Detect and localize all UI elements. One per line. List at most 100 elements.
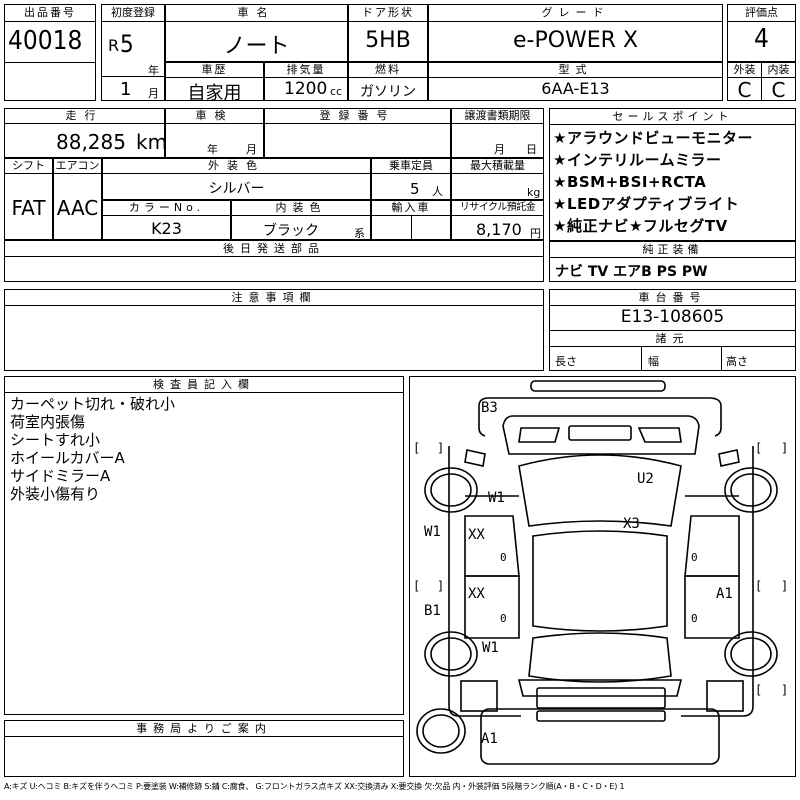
ac-value: AAC xyxy=(56,196,99,220)
sales-point-item: ★純正ナビ★フルセグTV xyxy=(553,217,728,235)
mark-w1-left: W1 xyxy=(424,524,441,540)
equipment-value: ナビ TV エアB PS PW xyxy=(555,264,708,280)
inspector-list: カーペット切れ・破れ小 荷室内張傷 シートすれ小 ホイールカバーA サイドミラー… xyxy=(10,395,175,503)
mileage-value: 88,285 xyxy=(56,130,126,154)
sales-points-box xyxy=(549,108,796,241)
transfer-day-unit: 日 xyxy=(526,143,537,156)
load-unit: kg xyxy=(527,186,541,199)
mark-a1-right: A1 xyxy=(716,586,733,602)
svg-text:]: ] xyxy=(781,683,788,697)
year-unit: 年 xyxy=(148,64,159,77)
svg-text:[: [ xyxy=(413,441,420,455)
mark-zero-1: 0 xyxy=(500,551,507,564)
displacement-value: 1200 xyxy=(284,79,328,99)
inspection-year-unit: 年 xyxy=(207,143,218,156)
inspector-box xyxy=(4,376,404,715)
fuel-label: 燃料 xyxy=(348,62,428,78)
shift-value: FAT xyxy=(11,196,46,220)
svg-text:]: ] xyxy=(437,441,444,455)
grade-value: e-POWER X xyxy=(512,28,639,53)
svg-text:[: [ xyxy=(755,683,762,697)
notes-label: 注意事項欄 xyxy=(4,289,544,306)
color-no-label: カラーNo. xyxy=(102,200,231,216)
year-value: 5 xyxy=(120,30,134,58)
width-label: 幅 xyxy=(648,355,659,368)
mark-b1: B1 xyxy=(424,603,441,619)
int-color-unit: 系 xyxy=(354,227,365,240)
mark-w1-rear: W1 xyxy=(482,640,499,656)
inspector-item: 荷室内張傷 xyxy=(10,413,86,431)
car-name-label: 車名 xyxy=(165,4,348,22)
load-label: 最大積載量 xyxy=(451,158,544,174)
interior-value: C xyxy=(771,78,786,102)
color-no-value: K23 xyxy=(151,219,182,238)
exterior-label: 外装 xyxy=(727,62,762,78)
shift-label: シフト xyxy=(4,158,53,174)
car-diagram: [ ] [ ] [ ] [ ] [ ] xyxy=(413,380,788,765)
mark-b3: B3 xyxy=(481,400,498,416)
sales-point-item: ★インテリルームミラー xyxy=(553,151,722,169)
capacity-value: 5 xyxy=(410,180,420,198)
month-unit: 月 xyxy=(148,87,159,100)
length-label: 長さ xyxy=(555,355,577,368)
history-value: 自家用 xyxy=(187,83,242,104)
transfer-label: 譲渡書類期限 xyxy=(451,108,544,124)
lot-label: 出品番号 xyxy=(4,4,96,22)
recycle-value: 8,170 xyxy=(476,220,522,239)
mark-zero-2: 0 xyxy=(691,551,698,564)
score-label: 評価点 xyxy=(727,4,796,22)
height-label: 高さ xyxy=(726,355,748,368)
displacement-unit: cc xyxy=(330,85,343,98)
svg-text:[: [ xyxy=(755,441,762,455)
dims-label: 諸元 xyxy=(549,330,796,347)
car-name-value: ノート xyxy=(223,34,290,59)
door-value: 5HB xyxy=(365,28,411,53)
int-color-value: ブラック xyxy=(263,223,319,239)
transfer-month-unit: 月 xyxy=(494,143,505,156)
era-value: R xyxy=(108,36,120,55)
mark-u2: U2 xyxy=(637,471,654,487)
chassis-value: E13-108605 xyxy=(620,307,725,327)
sales-point-item: ★LEDアダプティブライト xyxy=(553,195,740,213)
svg-text:]: ] xyxy=(781,579,788,593)
svg-text:]: ] xyxy=(781,441,788,455)
inspector-label: 検査員記入欄 xyxy=(4,376,404,393)
history-label: 車歴 xyxy=(165,62,264,78)
int-color-label: 内装色 xyxy=(231,200,371,216)
mark-a1-bottom: A1 xyxy=(481,731,498,747)
inspector-item: ホイールカバーA xyxy=(10,449,125,467)
recycle-label: リサイクル預託金 xyxy=(451,200,544,216)
capacity-label: 乗車定員 xyxy=(371,158,451,174)
mark-x3: X3 xyxy=(623,516,640,532)
mileage-label: 走行 xyxy=(4,108,165,124)
svg-text:]: ] xyxy=(437,579,444,593)
import-label: 輸入車 xyxy=(371,200,451,216)
mark-xx-rear: XX xyxy=(468,586,485,602)
mark-xx-front: XX xyxy=(468,527,485,543)
inspection-label: 車検 xyxy=(165,108,264,124)
mark-zero-4: 0 xyxy=(691,612,698,625)
ac-label: エアコン xyxy=(53,158,102,174)
office-label: 事務局よりご案内 xyxy=(4,720,404,737)
inspector-item: カーペット切れ・破れ小 xyxy=(10,395,176,413)
interior-label: 内装 xyxy=(761,62,796,78)
inspection-month-unit: 月 xyxy=(246,143,257,156)
sales-point-item: ★アラウンドビューモニター xyxy=(553,129,753,147)
score-value: 4 xyxy=(754,24,769,54)
chassis-label: 車台番号 xyxy=(549,289,796,306)
recycle-unit: 円 xyxy=(530,227,541,240)
later-parts-label: 後日発送部品 xyxy=(4,240,544,257)
equipment-label: 純正装備 xyxy=(549,241,796,258)
grade-label: グレード xyxy=(428,4,723,22)
mileage-unit: km xyxy=(136,130,168,154)
sales-point-item: ★BSM+BSI+RCTA xyxy=(553,173,707,191)
capacity-unit: 人 xyxy=(432,185,443,198)
model-value: 6AA-E13 xyxy=(541,79,610,98)
door-label: ドア形状 xyxy=(348,4,428,22)
ext-color-label: 外装色 xyxy=(102,158,371,174)
inspector-item: 外装小傷有り xyxy=(10,485,101,503)
inspector-item: シートすれ小 xyxy=(10,431,101,449)
mark-zero-3: 0 xyxy=(500,612,507,625)
month-value: 1 xyxy=(120,79,132,100)
svg-text:[: [ xyxy=(755,579,762,593)
